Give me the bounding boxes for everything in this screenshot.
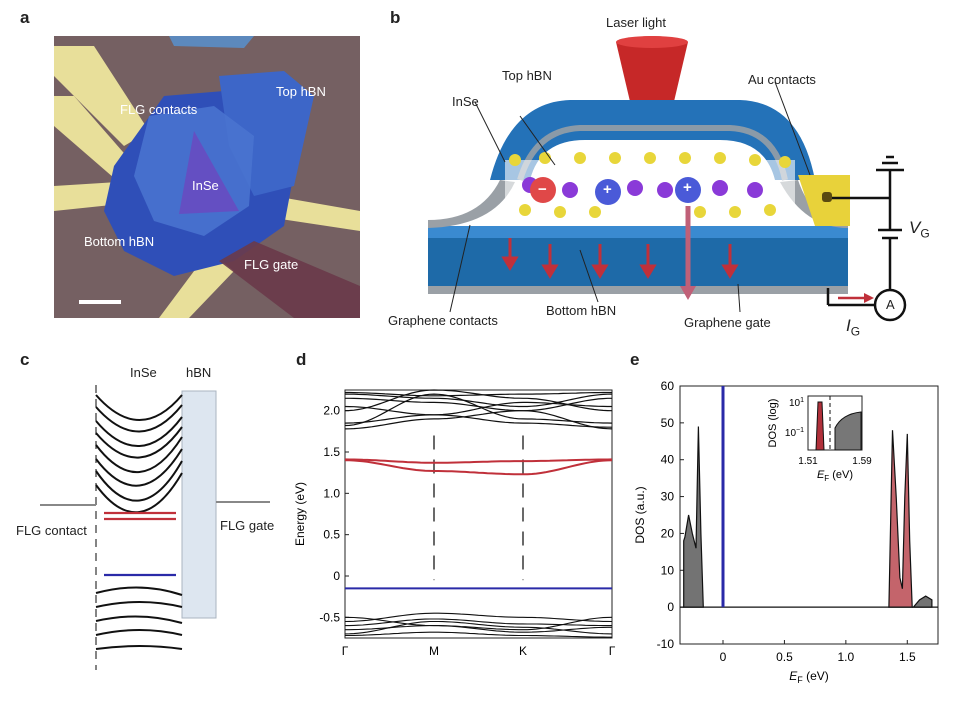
dos-red_dos — [888, 430, 913, 608]
label-top-hbn-a: Top hBN — [276, 84, 326, 99]
label-inse-c: InSe — [130, 365, 157, 380]
conduction-band — [344, 410, 613, 430]
y-tick-label: 0 — [667, 600, 674, 614]
inset-y-label: DOS (log) — [767, 399, 779, 448]
inset-y-tick-bottom: 10−1 — [785, 427, 804, 439]
x-tick-label: K — [519, 644, 527, 658]
conduction-band — [345, 391, 612, 397]
plot-frame — [344, 389, 613, 639]
label-au-contacts: Au contacts — [748, 72, 816, 87]
valence-band — [344, 616, 613, 631]
valence-band — [345, 631, 612, 638]
label-top-hbn-b: Top hBN — [502, 68, 552, 83]
vg-sub: G — [920, 226, 930, 241]
inset-y-tick-top: 101 — [789, 397, 804, 409]
inset-x-tick: 1.51 — [798, 456, 818, 467]
y-tick-label: 1.0 — [323, 486, 340, 500]
dos-chart: -10 0 10 20 30 40 50 60 0 0.5 1.0 1.5 DOS (a.u.) EF (… — [633, 379, 939, 685]
panel-a-micrograph — [54, 36, 360, 318]
y-tick-label: 2.0 — [323, 404, 340, 418]
band-red_band_upper — [344, 458, 613, 464]
y-tick-label: 0 — [333, 569, 340, 583]
label-bottom-hbn-a: Bottom hBN — [84, 234, 155, 249]
carrier-plus-1: + — [603, 181, 612, 198]
y-tick-label: 40 — [661, 453, 675, 467]
panel-b-device-schematic — [428, 36, 907, 322]
conduction-band — [344, 389, 613, 412]
label-flg-contact-c: FLG contact — [16, 523, 87, 538]
label-flg-gate-a: FLG gate — [244, 257, 299, 272]
valence-band — [344, 620, 613, 635]
y-axis-label: DOS (a.u.) — [633, 486, 647, 543]
ig-sub: G — [850, 324, 861, 339]
x-tick-label: Γ — [609, 644, 616, 658]
valence-band — [344, 612, 613, 623]
carrier-minus: − — [538, 181, 547, 198]
conduction-band — [344, 393, 613, 427]
y-tick-label: -0.5 — [319, 610, 340, 624]
y-tick-label: 10 — [661, 563, 675, 577]
conduction-band — [344, 393, 613, 408]
x-tick-label: Γ — [342, 644, 349, 658]
x-tick-label: 0 — [720, 650, 727, 664]
band-structure-chart: -0.5 0 0.5 1.0 1.5 2.0Γ M K Γ Energy (eV) — [293, 389, 616, 658]
band-red_band_lower — [345, 459, 613, 476]
plot-frame — [679, 385, 939, 645]
dos-valence_dos — [683, 426, 704, 608]
ammeter-label: A — [886, 297, 895, 312]
label-bottom-hbn-b: Bottom hBN — [546, 303, 617, 318]
inset-x-label: EF (eV) — [817, 469, 853, 483]
dos-conduction_dos — [912, 595, 933, 608]
x-tick-label: 1.5 — [899, 650, 916, 664]
label-flg-gate-c: FLG gate — [220, 518, 275, 533]
inset-x-tick: 1.59 — [852, 456, 872, 467]
panel-c-band-diagram — [40, 385, 270, 670]
label-vg: VG — [909, 218, 930, 240]
label-graphene-contacts: Graphene contacts — [388, 313, 498, 328]
label-laser-light: Laser light — [606, 15, 666, 30]
x-tick-label: M — [429, 644, 439, 658]
inset-conduction — [834, 411, 862, 451]
label-inse-b: InSe — [452, 94, 479, 109]
panel-c-letter: c — [20, 350, 30, 369]
y-axis-label: Energy (eV) — [293, 482, 307, 546]
label-ig: IG — [846, 316, 860, 338]
panel-e-letter: e — [630, 350, 640, 369]
x-tick-label: 1.0 — [838, 650, 855, 664]
label-inse-a: InSe — [192, 178, 219, 193]
panel-a-letter: a — [20, 8, 30, 27]
label-flg-contacts: FLG contacts — [120, 102, 198, 117]
conduction-band — [344, 414, 612, 428]
y-tick-label: 0.5 — [323, 528, 340, 542]
vg-main: V — [909, 218, 921, 237]
y-tick-label: 20 — [661, 526, 675, 540]
y-tick-label: -10 — [657, 637, 675, 651]
label-graphene-gate: Graphene gate — [684, 315, 771, 330]
x-axis-label: EF (eV) — [789, 669, 829, 685]
x-tick-label: 0.5 — [776, 650, 793, 664]
panel-b-letter: b — [390, 8, 401, 27]
valence-band — [345, 618, 612, 627]
inset-red-peak — [815, 401, 825, 451]
y-tick-label: 1.5 — [323, 445, 340, 459]
y-tick-label: 50 — [661, 416, 675, 430]
panel-d-letter: d — [296, 350, 307, 369]
carrier-plus-2: + — [683, 179, 692, 196]
ig-main: I — [846, 316, 851, 335]
y-tick-label: 30 — [661, 490, 675, 504]
label-hbn-c: hBN — [186, 365, 212, 380]
y-tick-label: 60 — [661, 379, 675, 393]
